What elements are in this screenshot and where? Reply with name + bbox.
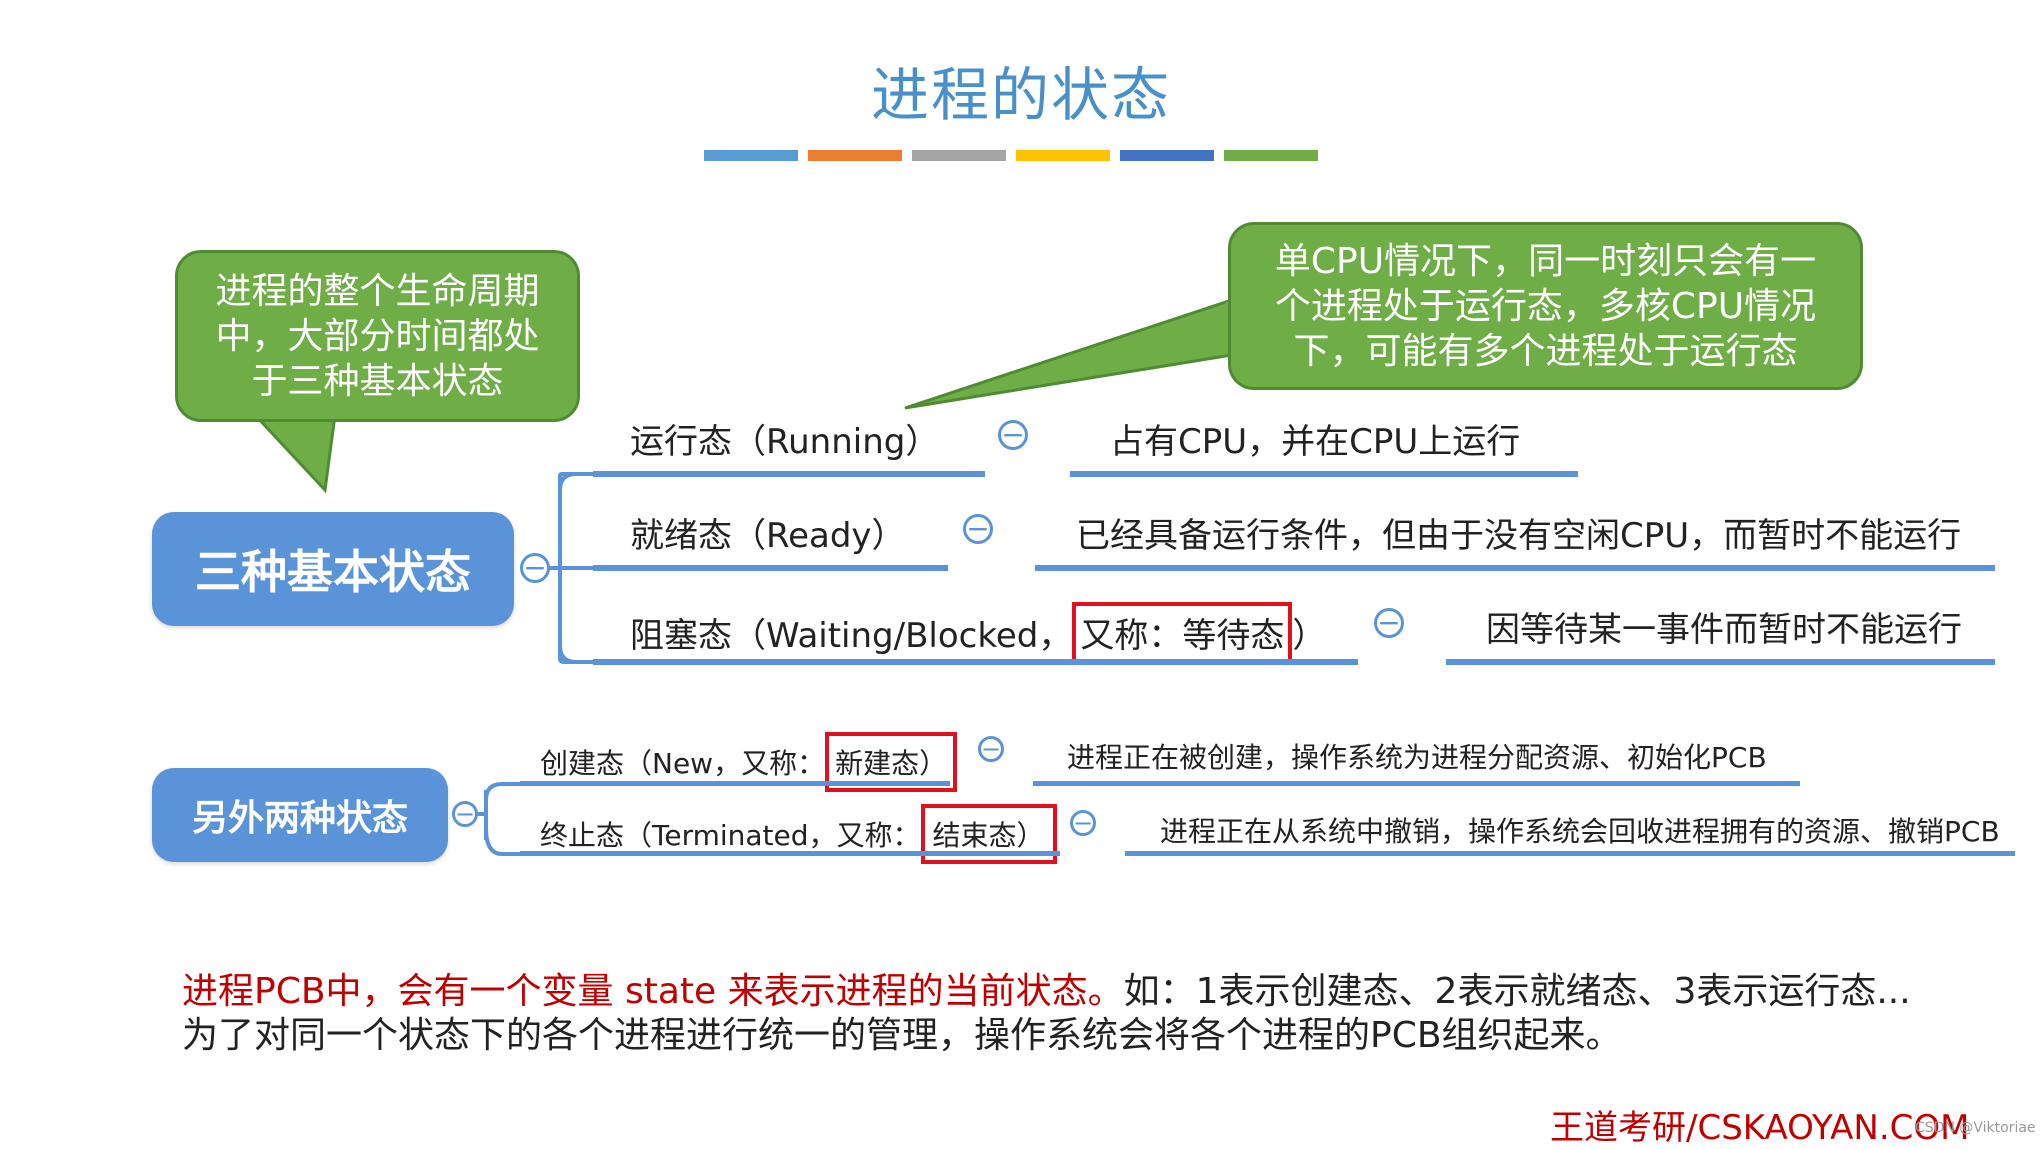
note-line-1-red: 进程PCB中，会有一个变量 state 来表示进程的当前状态。 <box>182 971 1124 1012</box>
state-new-label-prefix: 创建态（New，又称： <box>540 747 826 780</box>
other-root-collapse-icon[interactable]: − <box>452 801 478 827</box>
state-ready-desc: 已经具备运行条件，但由于没有空闲CPU，而暂时不能运行 <box>1076 516 1962 556</box>
state-blocked-label-alias: 又称：等待态 <box>1072 602 1293 663</box>
state-new-desc-underline <box>1033 781 1800 786</box>
basic-bracket <box>540 472 593 664</box>
state-terminated-label-prefix: 终止态（Terminated，又称： <box>540 819 921 852</box>
left-callout-tail <box>251 413 337 494</box>
color-bar-6 <box>1224 150 1318 161</box>
state-new-label-alias: 新建态） <box>825 732 958 792</box>
state-blocked-label-suffix: ） <box>1292 616 1327 656</box>
page-title: 进程的状态 <box>870 61 1171 129</box>
state-blocked-label: 阻塞态（Waiting/Blocked，又称：等待态） <box>630 602 1326 663</box>
state-ready-collapse-icon[interactable]: − <box>963 514 993 544</box>
state-running-desc-underline <box>1070 471 1578 477</box>
basic-root-collapse-icon[interactable]: − <box>520 553 550 583</box>
state-terminated-desc-underline <box>1125 851 2015 856</box>
other-states-root-label: 另外两种状态 <box>191 798 408 839</box>
state-terminated-collapse-icon[interactable]: − <box>1070 810 1096 836</box>
state-blocked-underline <box>593 659 1358 665</box>
state-terminated-label-alias: 结束态） <box>920 804 1057 864</box>
watermark: CSDN @Viktoriae <box>1915 1120 2036 1136</box>
note-line-2: 为了对同一个状态下的各个进程进行统一的管理，操作系统会将各个进程的PCB组织起来… <box>182 1015 1622 1056</box>
left-callout-line-2: 中，大部分时间都处 <box>215 315 540 357</box>
brand-footer: 王道考研/CSKAOYAN.COM <box>1550 1108 1970 1148</box>
state-new-label: 创建态（New，又称：新建态） <box>540 732 958 792</box>
state-new-desc: 进程正在被创建，操作系统为进程分配资源、初始化PCB <box>1067 741 1767 774</box>
state-running-underline <box>593 471 985 477</box>
other-states-root[interactable]: 另外两种状态 <box>152 768 448 862</box>
state-running-label: 运行态（Running） <box>630 422 940 462</box>
state-new-collapse-icon[interactable]: − <box>978 736 1004 762</box>
note-line-1-black: 如：1表示创建态、2表示就绪态、3表示运行态... <box>1123 971 1911 1012</box>
state-ready-desc-underline <box>1035 565 1995 571</box>
right-callout-tail <box>904 297 1234 410</box>
right-callout-line-3: 下，可能有多个进程处于运行态 <box>1293 330 1798 372</box>
state-new-underline <box>520 781 950 786</box>
right-callout-line-1: 单CPU情况下，同一时刻只会有一 <box>1274 240 1817 282</box>
state-blocked-desc: 因等待某一事件而暂时不能运行 <box>1486 610 1962 650</box>
color-bar-1 <box>704 150 798 161</box>
basic-states-root[interactable]: 三种基本状态 <box>152 512 514 626</box>
state-blocked-label-prefix: 阻塞态（Waiting/Blocked， <box>630 616 1073 656</box>
state-ready-underline <box>593 565 948 571</box>
right-callout: 单CPU情况下，同一时刻只会有一 个进程处于运行态，多核CPU情况 下，可能有多… <box>1228 222 1863 390</box>
left-callout-line-3: 于三种基本状态 <box>251 360 504 402</box>
state-running-collapse-icon[interactable]: − <box>998 420 1028 450</box>
left-callout-line-1: 进程的整个生命周期 <box>215 270 540 312</box>
state-blocked-desc-underline <box>1446 659 1995 665</box>
state-blocked-collapse-icon[interactable]: − <box>1374 608 1404 638</box>
state-terminated-underline <box>520 851 1060 856</box>
note-line-1: 进程PCB中，会有一个变量 state 来表示进程的当前状态。如：1表示创建态、… <box>182 962 1911 1014</box>
left-callout: 进程的整个生命周期 中，大部分时间都处 于三种基本状态 <box>175 250 580 422</box>
color-bar-3 <box>912 150 1006 161</box>
state-running-desc: 占有CPU，并在CPU上运行 <box>1110 422 1521 462</box>
color-bar-2 <box>808 150 902 161</box>
basic-states-root-label: 三种基本状态 <box>195 545 471 599</box>
right-callout-line-2: 个进程处于运行态，多核CPU情况 <box>1274 285 1817 327</box>
state-ready-label: 就绪态（Ready） <box>630 516 906 556</box>
state-terminated-desc: 进程正在从系统中撤销，操作系统会回收进程拥有的资源、撤销PCB <box>1160 815 2000 848</box>
color-bar-4 <box>1016 150 1110 161</box>
color-bar-5 <box>1120 150 1214 161</box>
state-terminated-label: 终止态（Terminated，又称：结束态） <box>540 804 1057 864</box>
